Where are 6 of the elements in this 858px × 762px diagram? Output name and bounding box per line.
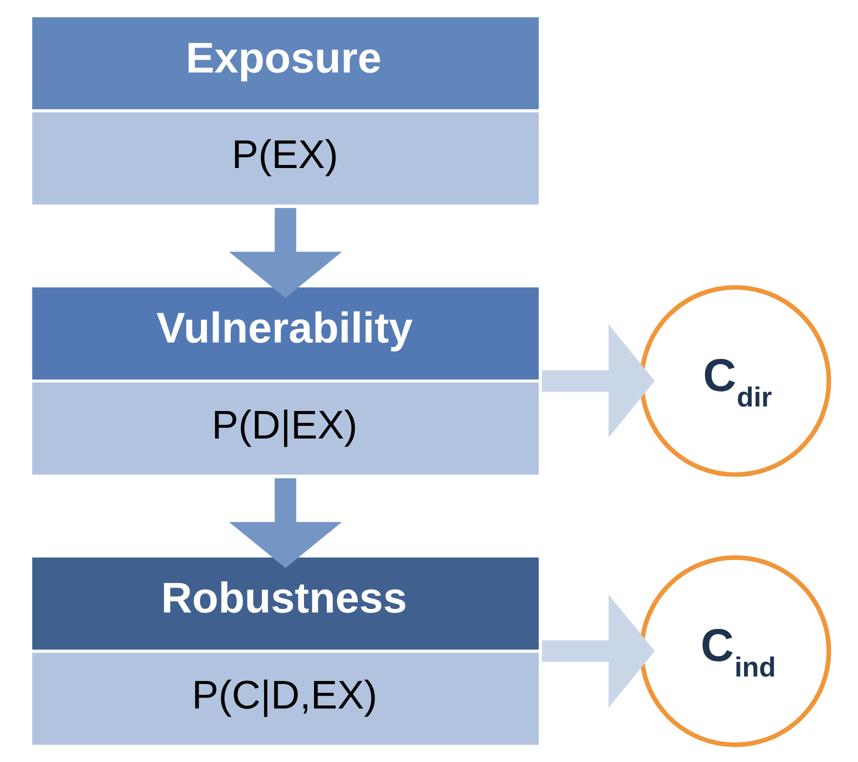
arrow (229, 478, 342, 568)
arrow (542, 594, 655, 708)
node-circle: C$_{ind}$ (639, 555, 832, 748)
node-circle: C$_{dir}$ (639, 285, 832, 477)
arrow (542, 324, 655, 438)
arrow (229, 208, 342, 298)
